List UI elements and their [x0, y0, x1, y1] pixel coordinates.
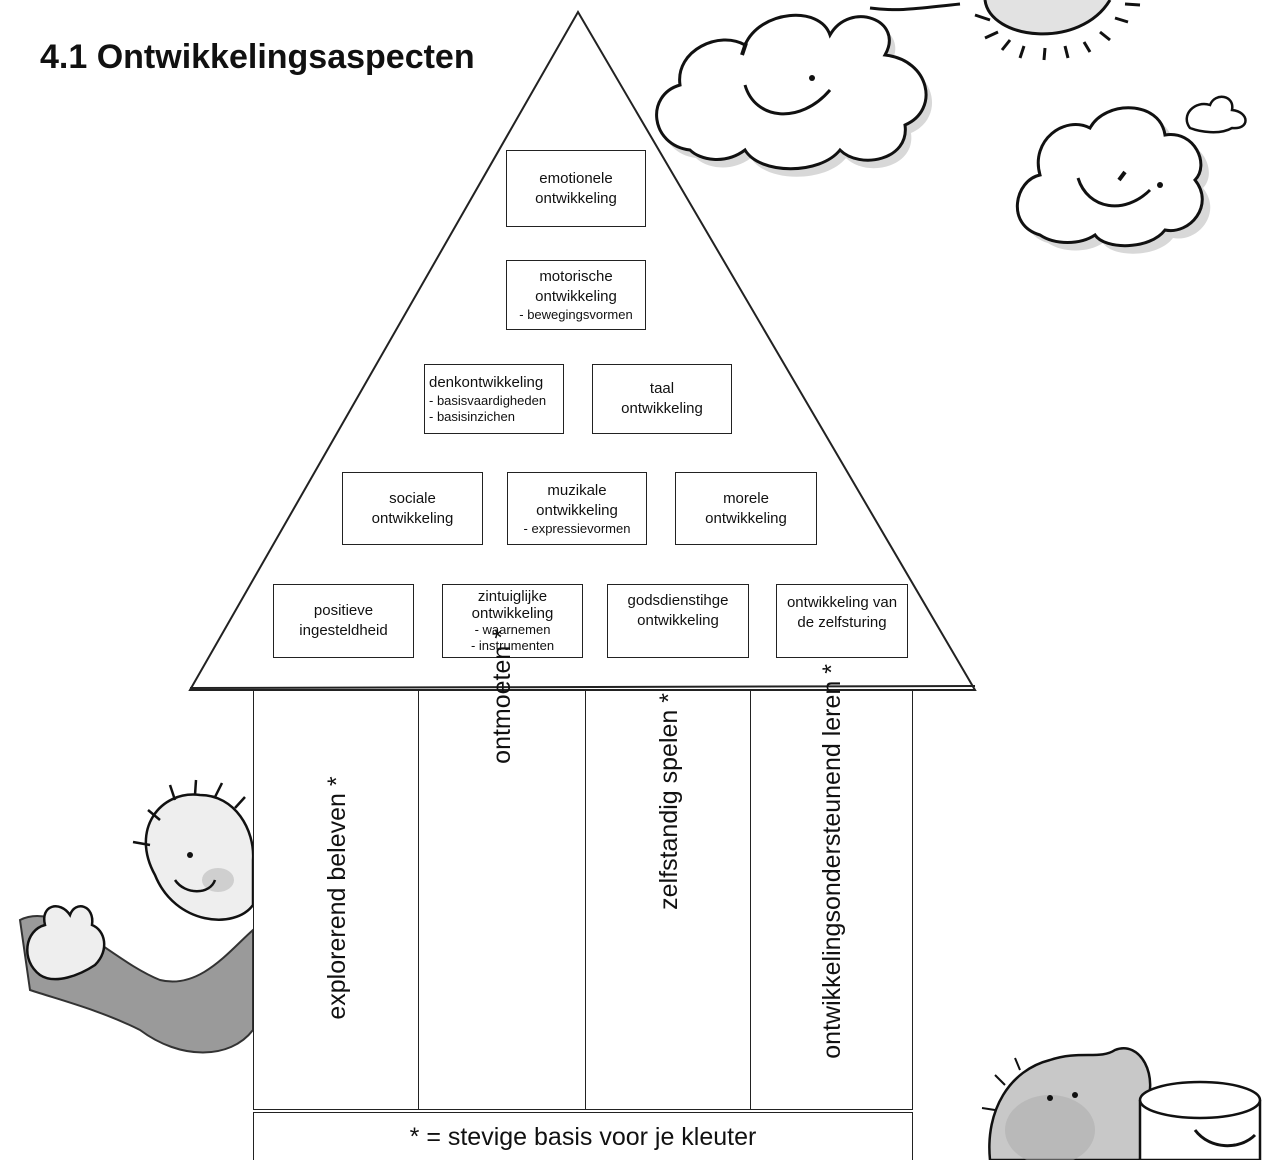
box-line: morele — [723, 489, 769, 507]
pillar-marker: * — [323, 776, 351, 787]
aspect-box-morele: morele ontwikkeling — [675, 472, 817, 545]
box-line: ontwikkeling — [535, 189, 617, 207]
small-cloud-icon — [1015, 95, 1247, 254]
box-line: ontwikkeling — [536, 501, 618, 519]
pillar-zelfstandig: zelfstandig spelen * — [585, 690, 751, 1110]
box-line: muzikale — [547, 481, 607, 499]
box-subline: - instrumenten — [470, 638, 555, 653]
aspect-box-motorische: motorische ontwikkeling - bewegingsvorme… — [506, 260, 646, 330]
box-line: ontwikkeling — [371, 509, 454, 527]
box-subline: - waarnemen — [474, 622, 551, 637]
box-subline: - bewegingsvormen — [519, 307, 633, 322]
aspect-box-denk: denkontwikkeling - basisvaardigheden - b… — [424, 364, 564, 434]
cloud-smiling-icon — [655, 2, 961, 177]
box-line: de zelfsturing — [797, 614, 887, 631]
pillar-label: ontwikkelingsondersteunend leren * — [818, 664, 846, 1059]
box-line: positieve — [313, 602, 374, 619]
box-line: zintuiglijke — [477, 588, 548, 605]
aspect-box-emotionele: emotionele ontwikkeling — [506, 150, 646, 227]
pillar-marker: * — [818, 664, 846, 674]
child-with-bucket-icon — [981, 1047, 1262, 1160]
aspect-box-zintuiglijke: zintuiglijke ontwikkeling - waarnemen - … — [442, 584, 583, 658]
pillar-marker: * — [655, 693, 683, 703]
pillar-marker: * — [488, 629, 516, 639]
pillar-label: explorerend beleven * — [323, 776, 351, 1020]
aspect-box-godsdienstige: godsdienstihge ontwikkeling — [607, 584, 749, 658]
pillar-ontwikkelingsondersteunend: ontwikkelingsondersteunend leren * — [751, 664, 913, 1110]
pillar-ontmoeten: ontmoeten * — [419, 629, 585, 1110]
pillar-explorerend: explorerend beleven * — [253, 690, 419, 1110]
box-line: motorische — [539, 268, 613, 285]
box-line: ontwikkeling — [705, 509, 787, 527]
box-line: ontwikkeling — [535, 288, 617, 305]
box-line: ontwikkeling van — [786, 594, 898, 611]
aspect-box-taal: taal ontwikkeling — [592, 364, 732, 434]
box-line: ontwikkeling — [621, 400, 703, 417]
box-line: emotionele — [539, 169, 613, 187]
box-subline: - basisvaardigheden — [429, 393, 547, 408]
box-line: godsdienstihge — [627, 592, 729, 609]
roof-base-line — [189, 685, 976, 689]
waving-child-icon — [18, 779, 255, 1054]
aspect-box-muzikale: muzikale ontwikkeling - expressievormen — [507, 472, 647, 545]
box-subline: - basisinzichen — [429, 409, 515, 424]
sun-icon — [974, 0, 1141, 61]
box-line: denkontwikkeling — [429, 374, 544, 391]
box-line: taal — [649, 380, 675, 397]
pillar-label: ontmoeten * — [488, 629, 516, 764]
footer-basis-note: * = stevige basis voor je kleuter — [253, 1112, 913, 1160]
box-line: ingesteldheid — [299, 622, 388, 639]
box-line: ontwikkeling — [637, 612, 719, 629]
box-line: sociale — [389, 489, 436, 507]
aspect-box-positieve: positieve ingesteldheid — [273, 584, 414, 658]
box-subline: - expressievormen — [523, 520, 631, 536]
aspect-box-sociale: sociale ontwikkeling — [342, 472, 483, 545]
pillar-label: zelfstandig spelen * — [655, 693, 683, 910]
page-title: 4.1 Ontwikkelingsaspecten — [40, 38, 475, 76]
box-line: ontwikkeling — [471, 605, 554, 622]
aspect-box-zelfsturing: ontwikkeling van de zelfsturing — [776, 584, 908, 658]
